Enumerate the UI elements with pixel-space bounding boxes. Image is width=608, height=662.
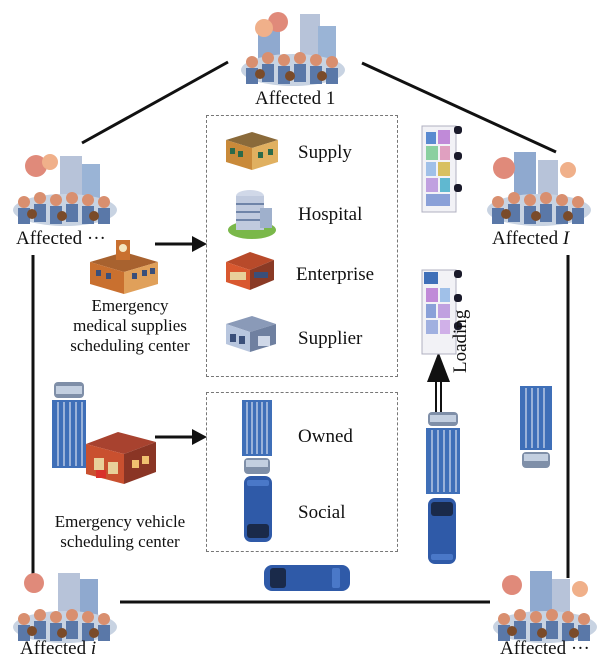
vehicle-types-box xyxy=(206,392,398,552)
supply-building-icon xyxy=(226,132,278,170)
loaded-truck-icon-upper xyxy=(421,125,462,213)
hospital-icon xyxy=(228,190,276,239)
affected-label-bottom-left: Affected i xyxy=(20,638,97,659)
supply-source-label-enterprise: Enterprise xyxy=(296,264,375,285)
supply-source-label-hospital: Hospital xyxy=(298,204,363,225)
truck-icon-center-right xyxy=(426,412,460,494)
medical-center-label-line-3: scheduling center xyxy=(70,336,190,355)
van-icon-center-right xyxy=(428,498,456,564)
affected-label-right-upper-index: I xyxy=(562,228,570,249)
fire-station-icon xyxy=(86,432,156,484)
vehicle-type-label-social: Social xyxy=(298,502,346,523)
enterprise-icon xyxy=(226,252,274,290)
affected-crowd-icon-bottom-right xyxy=(493,571,597,643)
medical-center-label-line-2: medical supplies xyxy=(73,316,187,335)
affected-crowd-icon-bottom-left xyxy=(13,573,117,643)
vehicle-center-label: Emergency vehicle scheduling center xyxy=(30,512,210,552)
affected-label-right-upper: Affected I xyxy=(492,228,570,249)
affected-crowd-icon-top xyxy=(241,12,345,86)
vehicle-center-label-line-2: scheduling center xyxy=(60,532,180,551)
supply-sources-box xyxy=(206,115,398,377)
vehicle-center-label-line-1: Emergency vehicle xyxy=(54,512,186,531)
supplier-icon xyxy=(226,316,276,352)
medical-center-label: Emergency medical supplies scheduling ce… xyxy=(60,296,200,356)
loaded-truck-icon-lower xyxy=(421,269,462,355)
affected-label-bottom-left-index: i xyxy=(90,638,97,659)
affected-crowd-icon-right-upper xyxy=(487,152,591,226)
truck-icon-vehicle-center xyxy=(52,382,86,468)
supply-source-label-supplier: Supplier xyxy=(298,328,363,349)
social-van-icon xyxy=(244,476,272,542)
vehicle-type-label-owned: Owned xyxy=(298,426,353,447)
affected-crowd-icon-left-upper xyxy=(13,154,117,226)
empty-truck-icon-right xyxy=(520,386,552,468)
van-icon-bottom xyxy=(264,565,350,591)
affected-label-left-upper: Affected ··· xyxy=(16,228,106,249)
affected-label-top: Affected 1 xyxy=(255,88,336,109)
owned-truck-icon xyxy=(242,400,272,474)
medical-center-label-line-1: Emergency xyxy=(91,296,169,315)
supply-source-label-supply: Supply xyxy=(298,142,352,163)
loading-label: Loading xyxy=(450,309,471,373)
affected-label-bottom-right: Affected ··· xyxy=(500,638,590,659)
hospital-building-icon xyxy=(90,240,158,294)
